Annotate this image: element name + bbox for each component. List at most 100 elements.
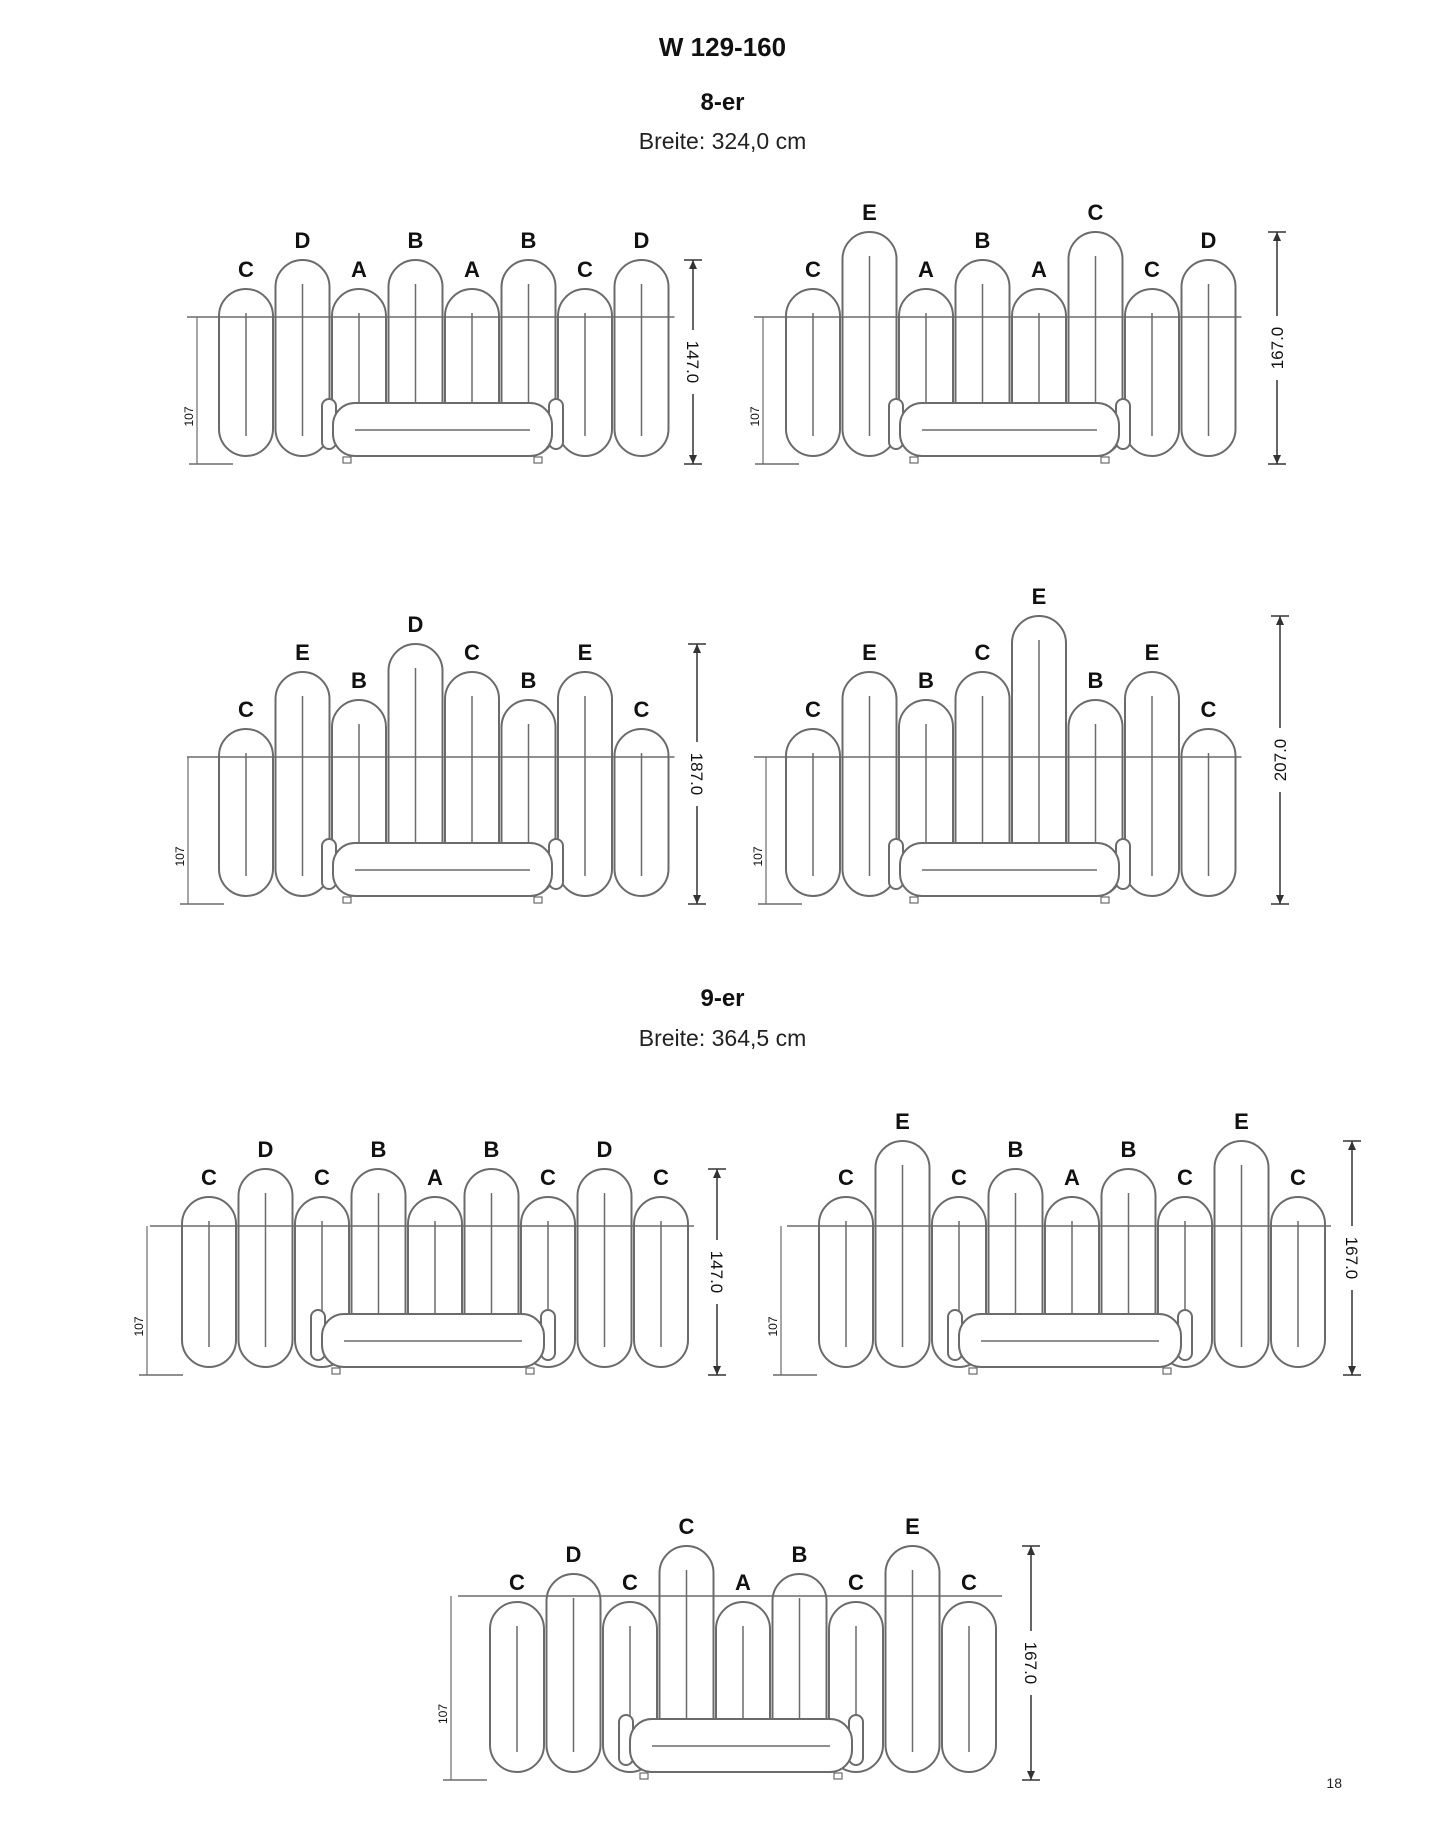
seat-height-label: 107 [748, 406, 762, 426]
module-label: A [1064, 1165, 1080, 1190]
dim-arrow-bottom [1276, 895, 1284, 904]
sofa-foot [342, 456, 352, 464]
module-label: B [351, 668, 367, 693]
sofa-foot [968, 1367, 978, 1375]
total-height-label: 147.0 [707, 1251, 726, 1294]
module-label: C [951, 1165, 967, 1190]
total-height-label: 207.0 [1271, 739, 1290, 782]
sofa-foot [1100, 456, 1110, 464]
module-label: B [371, 1137, 387, 1162]
module-label: A [351, 257, 367, 282]
module-label: E [295, 640, 310, 665]
module-label: E [1234, 1109, 1249, 1134]
module-label: C [238, 697, 254, 722]
total-height-label: 167.0 [1268, 327, 1287, 370]
module-label: C [679, 1514, 695, 1539]
module-label: D [295, 228, 311, 253]
module-label: B [975, 228, 991, 253]
seat-height-label: 107 [751, 846, 765, 866]
module-label: E [905, 1514, 920, 1539]
module-label: E [1145, 640, 1160, 665]
module-label: A [735, 1570, 751, 1595]
module-label: D [634, 228, 650, 253]
module-label: C [464, 640, 480, 665]
module-label: C [805, 697, 821, 722]
dim-arrow-top [713, 1169, 721, 1178]
module-label: C [634, 697, 650, 722]
dim-arrow-bottom [1348, 1366, 1356, 1375]
dim-arrow-bottom [689, 455, 697, 464]
sofa-foot [909, 456, 919, 464]
seat-height-label: 107 [436, 1704, 450, 1724]
module-label: E [862, 200, 877, 225]
module-label: C [1144, 257, 1160, 282]
module-label: E [895, 1109, 910, 1134]
module-label: B [521, 228, 537, 253]
module-label: A [918, 257, 934, 282]
total-height-label: 167.0 [1021, 1642, 1040, 1685]
section-title-8er: 8-er [700, 89, 745, 116]
sofa-config-9er-1: C D C B A B C D C 107 147.0 [132, 1137, 726, 1376]
total-height-label: 147.0 [683, 341, 702, 384]
module-label: C [314, 1165, 330, 1190]
module-label: C [540, 1165, 556, 1190]
module-label: B [1121, 1137, 1137, 1162]
dim-arrow-top [1027, 1546, 1035, 1555]
section-title-9er: 9-er [700, 985, 745, 1012]
dim-arrow-top [1273, 232, 1281, 241]
seat-height-label: 107 [766, 1316, 780, 1336]
module-label: C [653, 1165, 669, 1190]
section-width-8er: Breite: 324,0 cm [638, 128, 807, 154]
module-label: E [862, 640, 877, 665]
section-width-9er: Breite: 364,5 cm [638, 1025, 807, 1051]
module-label: D [258, 1137, 274, 1162]
module-label: D [408, 612, 424, 637]
module-label: A [464, 257, 480, 282]
sofa-config-9er-2: C E C B A B C E C 107 167.0 [766, 1109, 1361, 1376]
module-label: C [805, 257, 821, 282]
module-label: C [238, 257, 254, 282]
dim-arrow-top [1276, 616, 1284, 625]
dim-arrow-top [693, 644, 701, 653]
module-label: C [201, 1165, 217, 1190]
seat-height-label: 107 [132, 1316, 146, 1336]
page-title: W 129-160 [658, 32, 787, 62]
seat-height-label: 107 [173, 846, 187, 866]
module-label: B [484, 1137, 500, 1162]
module-label: B [1008, 1137, 1024, 1162]
module-label: D [597, 1137, 613, 1162]
dim-arrow-bottom [713, 1366, 721, 1375]
seat-height-label: 107 [182, 406, 196, 426]
sofa-foot [342, 896, 352, 904]
module-label: D [1201, 228, 1217, 253]
module-label: C [838, 1165, 854, 1190]
module-label: B [521, 668, 537, 693]
dim-arrow-bottom [1027, 1771, 1035, 1780]
total-height-label: 167.0 [1342, 1237, 1361, 1280]
module-label: D [566, 1542, 582, 1567]
sofa-foot [533, 456, 543, 464]
module-label: B [792, 1542, 808, 1567]
module-label: C [1201, 697, 1217, 722]
sofa-foot [331, 1367, 341, 1375]
page-number: 18 [1326, 1775, 1342, 1791]
sofa-foot [525, 1367, 535, 1375]
module-label: C [848, 1570, 864, 1595]
module-label: C [1290, 1165, 1306, 1190]
sofa-foot [1100, 896, 1110, 904]
module-label: E [578, 640, 593, 665]
module-label: C [509, 1570, 525, 1595]
sofa-foot [533, 896, 543, 904]
module-label: C [1177, 1165, 1193, 1190]
total-height-label: 187.0 [687, 753, 706, 796]
module-label: C [1088, 200, 1104, 225]
module-label: C [975, 640, 991, 665]
module-label: B [408, 228, 424, 253]
sofa-foot [833, 1772, 843, 1780]
dim-arrow-top [1348, 1141, 1356, 1150]
module-label: A [427, 1165, 443, 1190]
